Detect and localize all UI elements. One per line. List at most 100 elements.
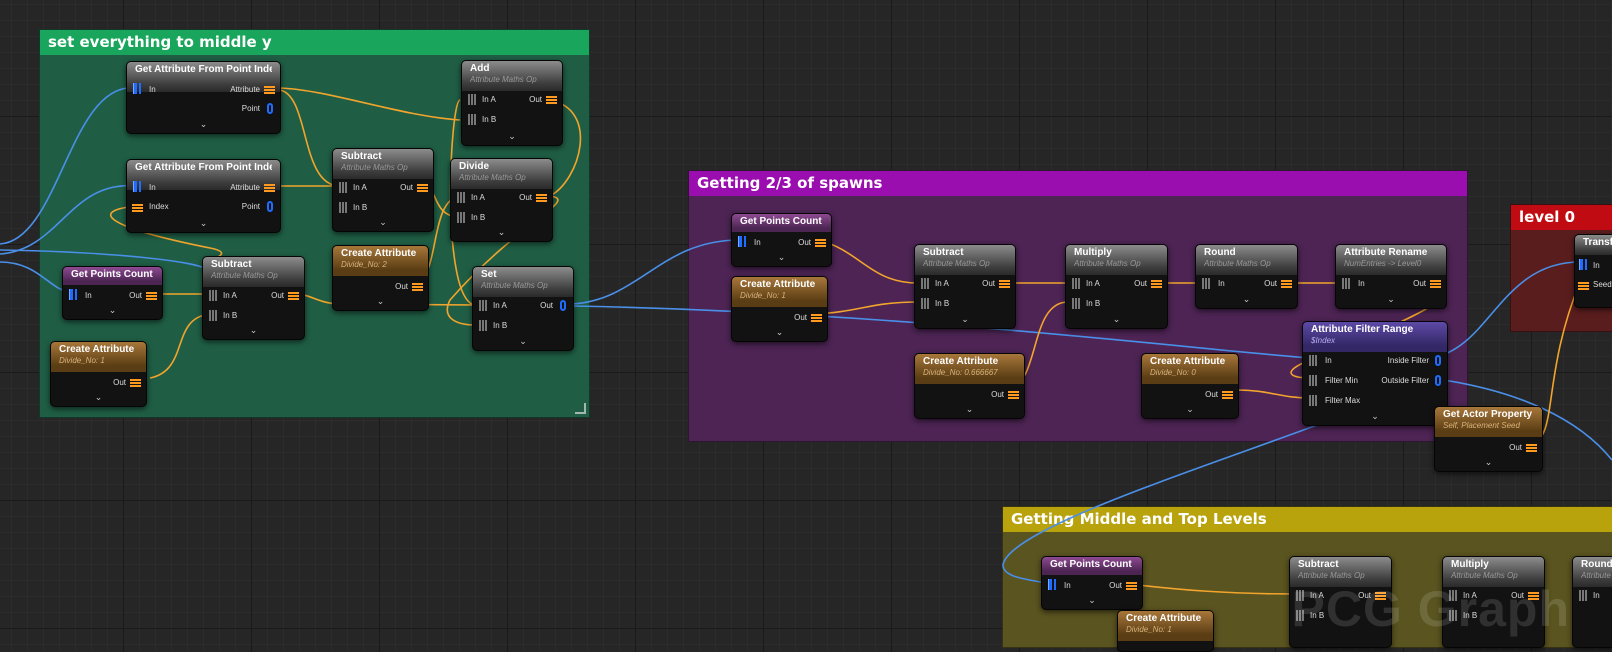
expand-chevron-icon[interactable]: ⌄ [1088, 595, 1096, 605]
comment-title[interactable]: Getting Middle and Top Levels [1003, 507, 1612, 532]
pin-out-icon[interactable] [288, 292, 299, 300]
pin-out-icon[interactable] [811, 314, 822, 322]
expand-chevron-icon[interactable]: ⌄ [965, 404, 974, 414]
expand-chevron-icon[interactable]: ⌄ [777, 252, 786, 262]
node-header[interactable]: Get Points Count [1042, 557, 1142, 575]
pin-out-icon[interactable] [146, 292, 157, 300]
pin-in-icon[interactable] [1309, 355, 1318, 366]
node-get-attribute-from-point-index-2[interactable]: Get Attribute From Point Index In Index … [126, 159, 281, 233]
expand-chevron-icon[interactable]: ⌄ [379, 217, 387, 227]
expand-chevron-icon[interactable]: ⌄ [94, 392, 103, 402]
pin-in-icon[interactable] [1342, 278, 1351, 289]
pin-in-b-icon[interactable] [339, 202, 348, 213]
expand-chevron-icon[interactable]: ⌄ [961, 314, 969, 324]
pin-inside-filter-icon[interactable] [1435, 355, 1441, 366]
pin-out-icon[interactable] [417, 184, 428, 192]
pin-in-icon[interactable] [1202, 278, 1211, 289]
pin-out-icon[interactable] [1126, 582, 1137, 590]
pin-in-a-icon[interactable] [921, 278, 930, 289]
comment-title[interactable]: Getting 2/3 of spawns [689, 171, 1467, 196]
pin-filter-min-icon[interactable] [1309, 375, 1318, 386]
pin-in-icon[interactable] [133, 83, 143, 94]
pin-out-icon[interactable] [1528, 592, 1539, 600]
resize-handle-icon[interactable] [575, 403, 586, 414]
pin-point-icon[interactable] [267, 103, 273, 114]
pin-outside-filter-icon[interactable] [1435, 375, 1441, 386]
pin-out-icon[interactable] [815, 239, 826, 247]
pin-in-icon[interactable] [1579, 259, 1589, 270]
pin-seed-icon[interactable] [1578, 282, 1589, 290]
pin-in-icon[interactable] [738, 236, 748, 247]
pin-out-icon[interactable] [999, 280, 1010, 288]
node-header[interactable]: Get Attribute From Point Index [127, 62, 280, 92]
pin-in-b-icon[interactable] [479, 320, 488, 331]
pin-in-icon[interactable] [69, 289, 79, 300]
pin-attribute-icon[interactable] [264, 184, 275, 192]
node-get-attribute-from-point-index-1[interactable]: Get Attribute From Point Index In Attrib… [126, 61, 281, 134]
pin-out-icon[interactable] [1281, 280, 1292, 288]
expand-chevron-icon[interactable]: ⌄ [508, 131, 516, 141]
node-get-points-count-2[interactable]: Get Points Count In Out ⌄ [731, 213, 832, 267]
pin-point-icon[interactable] [267, 201, 273, 212]
pin-in-b-icon[interactable] [921, 298, 930, 309]
pin-out-icon[interactable] [1375, 592, 1386, 600]
expand-chevron-icon[interactable]: ⌄ [249, 325, 258, 335]
pin-in-b-icon[interactable] [457, 212, 466, 223]
expand-chevron-icon[interactable]: ⌄ [199, 218, 208, 228]
pin-in-a-icon[interactable] [209, 290, 218, 301]
pin-out-icon[interactable] [1430, 280, 1441, 288]
pin-in-icon[interactable] [133, 181, 143, 192]
node-transform[interactable]: Transfo In Seed [1574, 234, 1612, 308]
pin-out-icon[interactable] [1526, 444, 1537, 452]
pin-in-a-icon[interactable] [1072, 278, 1081, 289]
pin-in-icon[interactable] [1048, 579, 1058, 590]
expand-chevron-icon[interactable]: ⌄ [775, 327, 784, 337]
pin-in-a-icon[interactable] [1449, 590, 1458, 601]
node-get-points-count-1[interactable]: Get Points Count In Out ⌄ [62, 266, 163, 320]
pin-in-a-icon[interactable] [479, 300, 488, 311]
comment-title[interactable]: set everything to middle y [40, 30, 589, 55]
pin-attribute-icon[interactable] [264, 86, 275, 94]
pin-in-a-icon[interactable] [457, 192, 466, 203]
expand-chevron-icon[interactable]: ⌄ [1484, 457, 1493, 467]
node-header[interactable]: Get Attribute From Point Index [127, 160, 280, 190]
pin-in-a-icon[interactable] [468, 94, 477, 105]
expand-chevron-icon[interactable]: ⌄ [1371, 411, 1379, 421]
pin-in-b-icon[interactable] [468, 114, 477, 125]
expand-chevron-icon[interactable]: ⌄ [519, 336, 527, 346]
node-header[interactable]: Attribute Filter Range$Index [1303, 322, 1447, 352]
pin-out-icon[interactable] [1151, 280, 1162, 288]
pin-in-a-icon[interactable] [1296, 590, 1305, 601]
pin-filter-max-icon[interactable] [1309, 395, 1318, 406]
expand-chevron-icon[interactable]: ⌄ [1387, 294, 1395, 304]
